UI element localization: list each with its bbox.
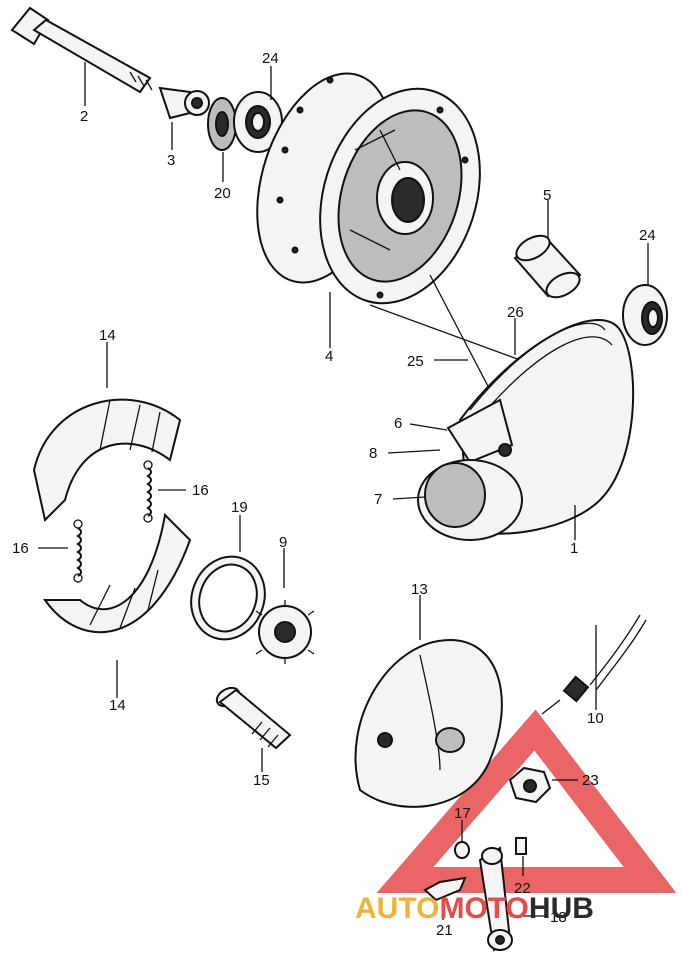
brake-shoe-lower xyxy=(43,512,192,633)
brake-panel xyxy=(354,638,503,808)
watermark-auto: AUTO xyxy=(355,892,439,925)
bearing-left xyxy=(233,91,283,153)
callout-23: 23 xyxy=(582,772,599,789)
callout-13: 13 xyxy=(411,581,428,598)
callout-26: 26 xyxy=(507,304,524,321)
callout-2: 2 xyxy=(80,108,88,125)
callout-8: 8 xyxy=(369,445,377,462)
callout-16-left: 16 xyxy=(12,540,29,557)
brake-shoe-upper xyxy=(32,398,182,522)
rim-lock-plate xyxy=(446,398,514,464)
watermark-hub: HUB xyxy=(529,892,594,925)
dust-seal xyxy=(207,97,237,151)
callout-20: 20 xyxy=(214,185,231,202)
callout-3: 3 xyxy=(167,152,175,169)
callout-10: 10 xyxy=(587,710,604,727)
callout-15: 15 xyxy=(253,772,270,789)
callout-21: 21 xyxy=(436,922,453,939)
callout-18: 18 xyxy=(550,909,567,926)
callout-6: 6 xyxy=(394,415,402,432)
callout-14-lower: 14 xyxy=(109,697,126,714)
callout-14-upper: 14 xyxy=(99,327,116,344)
axle-nut xyxy=(508,766,552,804)
leader-lines xyxy=(38,62,649,920)
callout-4: 4 xyxy=(325,348,333,365)
watermark-text: AUTOMOTOHUB xyxy=(355,892,594,925)
callout-7: 7 xyxy=(374,491,382,508)
watermark-triangle xyxy=(376,709,677,893)
callout-19: 19 xyxy=(231,499,248,516)
axle xyxy=(10,6,153,94)
gasket-ring xyxy=(190,555,266,641)
callout-24-right: 24 xyxy=(639,227,656,244)
bearing-right xyxy=(622,284,668,346)
brake-arm-bolt xyxy=(423,876,467,902)
callout-17: 17 xyxy=(454,805,471,822)
distance-collar xyxy=(513,234,582,299)
callout-9: 9 xyxy=(279,534,287,551)
callout-24-top: 24 xyxy=(262,50,279,67)
return-spring-upper xyxy=(143,460,153,523)
indicator-pin xyxy=(515,837,527,855)
watermark-moto: MOTO xyxy=(439,892,528,925)
return-spring-lower xyxy=(73,519,83,583)
callout-25: 25 xyxy=(407,353,424,370)
washer xyxy=(454,841,470,859)
wheel-hub xyxy=(256,72,481,305)
callout-16-right: 16 xyxy=(192,482,209,499)
speedometer-cable xyxy=(541,614,647,715)
callout-1: 1 xyxy=(570,540,578,557)
brake-arm xyxy=(478,846,513,952)
callout-5: 5 xyxy=(543,187,551,204)
callout-labels: 1 2 3 4 5 6 7 8 9 10 13 14 14 15 16 16 1… xyxy=(12,50,656,939)
spacer-collar xyxy=(158,86,210,120)
brake-cam xyxy=(215,686,292,750)
callout-22: 22 xyxy=(514,880,531,897)
speedometer-gear xyxy=(255,600,315,664)
tire-section xyxy=(417,459,523,541)
